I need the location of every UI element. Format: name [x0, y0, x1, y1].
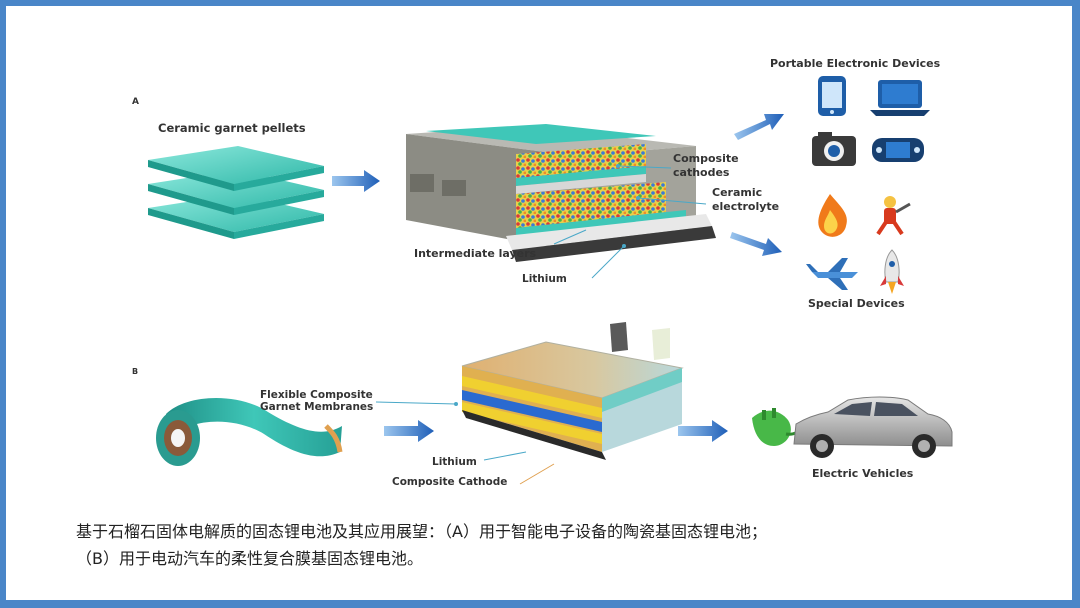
flexible-leader-line: [375, 401, 457, 405]
firefighter-icon: [876, 196, 911, 236]
panel-a-letter: A: [132, 97, 139, 107]
composite-cathode-label: Composite Cathode: [392, 476, 507, 488]
panel-b-letter: B: [132, 367, 138, 376]
panel-a-leader-lines: [553, 165, 707, 279]
flexible-membranes-label-1: Flexible Composite: [260, 389, 373, 401]
figure-caption: 基于石榴石固体电解质的固态锂电池及其应用展望：（A）用于智能电子设备的陶瓷基固态…: [76, 518, 1036, 572]
flexible-pouch-cell-illustration: [461, 322, 684, 460]
lithium-leader-line-b: [483, 451, 527, 461]
ceramic-pellets-label: Ceramic garnet pellets: [158, 121, 306, 135]
caption-line-1: 基于石榴石固体电解质的固态锂电池及其应用展望：（A）用于智能电子设备的陶瓷基固态…: [76, 522, 767, 541]
arrow-to-vehicle: [678, 420, 728, 442]
cathode-leader-line: [519, 463, 555, 485]
slide-frame: A B Ceramic garnet pellets: [6, 6, 1072, 600]
ceramic-electrolyte-label-1: Ceramic: [712, 186, 762, 199]
arrow-to-pouch-cell: [384, 420, 434, 442]
arrow-to-special: [730, 232, 782, 256]
ceramic-electrolyte-label-2: electrolyte: [712, 200, 779, 213]
portable-devices-title: Portable Electronic Devices: [770, 57, 941, 70]
ceramic-pellets-stack: [148, 146, 324, 239]
car-icon: [793, 396, 953, 458]
composite-cathodes-label-1: Composite: [673, 152, 739, 165]
rocket-icon: [880, 249, 904, 294]
special-devices-title: Special Devices: [808, 297, 905, 310]
airplane-icon: [806, 258, 858, 290]
laptop-icon: [870, 80, 930, 116]
flexible-membranes-label-2: Garnet Membranes: [260, 401, 373, 413]
electric-vehicles-label: Electric Vehicles: [812, 467, 914, 480]
smartphone-icon: [818, 76, 846, 116]
arrow-to-portable: [734, 114, 784, 140]
lithium-label-b: Lithium: [432, 456, 477, 468]
flame-icon: [818, 194, 847, 237]
lithium-label-a: Lithium: [522, 273, 567, 285]
composite-cathodes-label-2: cathodes: [673, 166, 730, 179]
membrane-roll-illustration: [156, 397, 343, 466]
intermediate-layers-label: Intermediate layers: [414, 247, 537, 260]
caption-line-2: （B）用于电动汽车的柔性复合膜基固态锂电池。: [76, 549, 423, 568]
ceramic-battery-illustration: [406, 124, 716, 262]
camera-icon: [812, 132, 856, 166]
battery-application-diagram: A B Ceramic garnet pellets: [132, 57, 953, 488]
arrow-to-battery: [332, 170, 380, 192]
game-console-icon: [872, 138, 924, 162]
